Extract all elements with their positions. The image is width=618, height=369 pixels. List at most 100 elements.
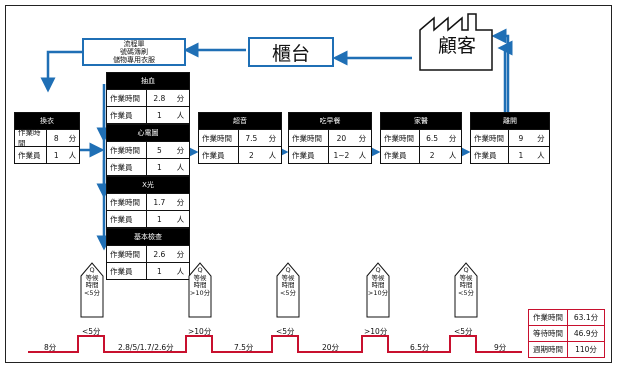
staff-unit: 人: [176, 110, 185, 120]
staff-row: 作業員 1 人: [107, 158, 189, 175]
time-unit: 分: [68, 133, 77, 143]
summary-value: 46.9分: [567, 325, 605, 342]
queue-house-icon: [276, 262, 300, 318]
wait-marker: Q 等候 時間 <5分: [80, 262, 104, 322]
time-label: 作業時間: [381, 130, 420, 146]
process-title: 抽血: [107, 73, 189, 89]
timeline-process-6: 9分: [494, 343, 507, 352]
summary-label: 週期時間: [528, 341, 568, 358]
summary-row: 作業時間 63.1分: [528, 309, 605, 326]
wait-label-1: 等候: [193, 273, 207, 282]
time-unit: 分: [537, 133, 545, 143]
time-value: 2.8: [153, 93, 166, 103]
staff-unit: 人: [448, 150, 457, 160]
timeline-wait-3: <5分: [276, 327, 295, 336]
wait-value: <5分: [457, 288, 475, 297]
queue-house-icon: [188, 262, 212, 318]
wait-label-1: 等候: [85, 273, 99, 282]
time-unit: 分: [358, 133, 367, 143]
forms-note: 流程單 號碼簿刷 儲物專用衣服: [82, 38, 186, 66]
summary-label: 作業時間: [528, 309, 568, 326]
staff-unit: 人: [176, 162, 185, 172]
time-unit: 分: [176, 93, 185, 103]
staff-unit: 人: [68, 150, 77, 160]
process-title: 離開: [471, 113, 549, 129]
process-title: 換衣: [15, 113, 79, 129]
staff-unit: 人: [176, 266, 185, 276]
wait-label-2: 時間: [85, 281, 99, 289]
staff-label: 作業員: [199, 147, 239, 163]
staff-value: 1~2: [333, 150, 350, 160]
summary-value: 63.1分: [567, 309, 605, 326]
wait-value: <5分: [279, 288, 297, 297]
counter-label: 櫃台: [271, 42, 310, 65]
time-unit: 分: [176, 197, 185, 207]
queue-symbol: Q: [285, 266, 291, 274]
wait-value: <5分: [83, 288, 101, 297]
time-label: 作業時間: [107, 90, 147, 106]
queue-house-icon: [454, 262, 478, 318]
queue-symbol: Q: [463, 266, 469, 274]
wait-marker: Q 等候 時間 <5分: [454, 262, 478, 322]
wait-label-1: 等候: [281, 273, 295, 282]
staff-value: 1: [156, 266, 162, 276]
time-unit: 分: [176, 249, 185, 259]
process-title: 吃早餐: [289, 113, 371, 129]
time-label: 作業時間: [471, 130, 510, 146]
timeline-process-5: 6.5分: [410, 343, 430, 352]
staff-unit: 人: [358, 150, 367, 160]
staff-unit: 人: [176, 214, 185, 224]
time-value: 7.5: [245, 133, 258, 143]
process-title: 超音: [199, 113, 281, 129]
time-label: 作業時間: [107, 194, 147, 210]
time-unit: 分: [176, 145, 185, 155]
staff-label: 作業員: [107, 159, 147, 175]
wait-marker: Q 等候 時間 <5分: [276, 262, 300, 322]
time-label: 作業時間: [199, 130, 239, 146]
timeline-process-2: 2.8/5/1.7/2.6分: [118, 343, 174, 352]
wait-label-1: 等候: [371, 273, 385, 282]
process-title: 基本檢查: [107, 229, 189, 245]
queue-house-icon: [366, 262, 390, 318]
staff-value: 1: [156, 162, 162, 172]
wait-label-2: 時間: [281, 281, 295, 289]
queue-symbol: Q: [375, 266, 381, 274]
queue-symbol: Q: [89, 266, 95, 274]
time-label: 作業時間: [107, 142, 147, 158]
staff-value: 1: [518, 150, 524, 160]
staff-unit: 人: [268, 150, 277, 160]
process-title: 心電圖: [107, 125, 189, 141]
staff-value: 1: [156, 214, 162, 224]
time-value: 1.7: [153, 197, 166, 207]
staff-label: 作業員: [107, 263, 147, 279]
timeline-wait-1: <5分: [82, 327, 101, 336]
staff-value: 1: [53, 150, 59, 160]
time-value: 6.5: [426, 133, 439, 143]
time-row: 作業時間 1.7 分: [107, 193, 189, 210]
wait-marker: Q 等候 時間 >10分: [188, 262, 212, 322]
staff-value: 2: [248, 150, 254, 160]
queue-symbol: Q: [197, 266, 203, 274]
timeline-process-1: 8分: [44, 343, 57, 352]
staff-row: 作業員 2 人: [199, 146, 281, 163]
arrow-note-to-changing: [40, 50, 82, 93]
time-label: 作業時間: [107, 246, 147, 262]
staff-unit: 人: [537, 150, 545, 160]
